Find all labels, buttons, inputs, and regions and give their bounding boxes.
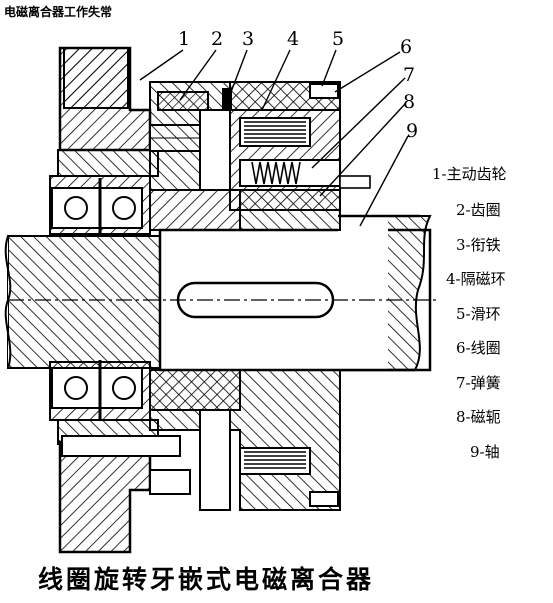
driving-gear-lower xyxy=(49,360,191,554)
callout-7: 7 xyxy=(403,64,416,86)
figure-caption: 线圈旋转牙嵌式电磁离合器 xyxy=(38,565,375,594)
legend-item: 4-隔磁环 xyxy=(446,270,506,288)
callout-2: 2 xyxy=(211,28,224,50)
legend-item: 1-主动齿轮 xyxy=(432,165,507,183)
clutch-body-lower xyxy=(149,369,341,511)
callout-9: 9 xyxy=(406,120,419,142)
page-title: 电磁离合器工作失常 xyxy=(4,5,113,19)
shaft xyxy=(4,214,440,372)
callout-3: 3 xyxy=(242,28,255,50)
callout-8: 8 xyxy=(403,91,416,113)
legend-item: 6-线圈 xyxy=(456,339,501,357)
legend-item: 5-滑环 xyxy=(456,305,501,323)
legend-item: 7-弹簧 xyxy=(456,374,501,392)
callout-1: 1 xyxy=(178,28,191,50)
legend-item: 9-轴 xyxy=(470,443,500,461)
callout-5: 5 xyxy=(332,28,345,50)
clutch-body-upper xyxy=(149,81,371,231)
callout-6: 6 xyxy=(400,36,413,58)
callout-leaders xyxy=(139,49,409,227)
legend-item: 3-衔铁 xyxy=(456,236,501,254)
legend-item: 8-磁轭 xyxy=(456,408,501,426)
legend-item: 2-齿圈 xyxy=(456,201,501,219)
callout-4: 4 xyxy=(287,28,300,50)
